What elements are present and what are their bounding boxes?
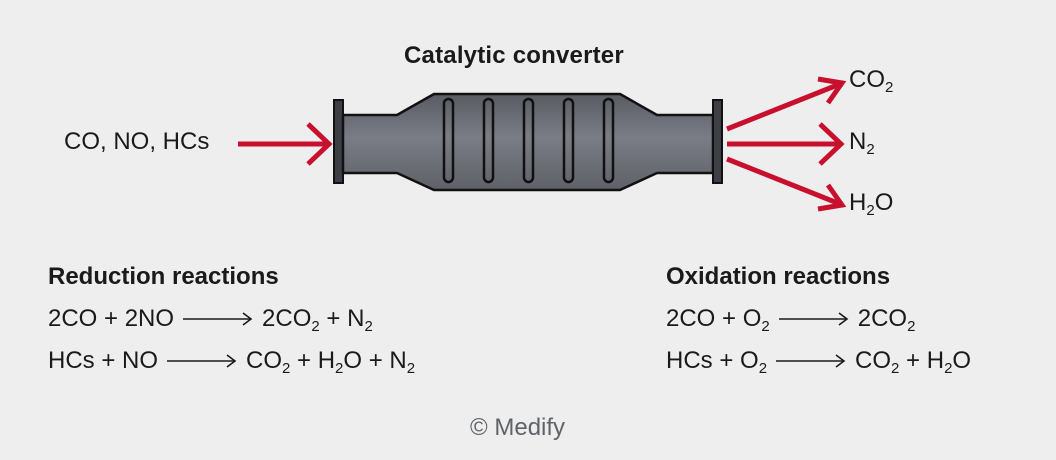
output-n2-label: N2 <box>849 128 875 158</box>
diagram-title: Catalytic converter <box>404 42 624 69</box>
products: 2CO2 + N2 <box>262 305 373 335</box>
inlet-flange <box>333 99 344 184</box>
output-h2o-label: H2O <box>849 189 894 219</box>
products: CO2 + H2O + N2 <box>246 347 416 377</box>
reactants: HCs + O2 <box>666 347 768 377</box>
reaction-arrow-icon <box>183 312 253 326</box>
reactants: 2CO + 2NO <box>48 305 175 332</box>
reaction-arrow-icon <box>776 354 846 368</box>
input-gases-label: CO, NO, HCs <box>64 128 210 155</box>
products: 2CO2 <box>857 305 916 335</box>
converter-slots <box>442 97 615 184</box>
copyright-text: © Medify <box>470 414 566 441</box>
oxidation-equation-1: 2CO + O2 2CO2 <box>666 305 916 335</box>
products: CO2 + H2O <box>855 347 972 377</box>
outlet-flange <box>712 99 723 184</box>
reaction-arrow-icon <box>778 312 849 326</box>
reduction-equation-2: HCs + NO CO2 + H2O + N2 <box>48 347 416 377</box>
reactants: HCs + NO <box>48 347 159 374</box>
oxidation-title: Oxidation reactions <box>666 263 891 290</box>
converter-body <box>341 92 715 192</box>
reduction-equation-1: 2CO + 2NO 2CO2 + N2 <box>48 305 373 335</box>
output-co2-label: CO2 <box>849 66 894 96</box>
reactants: 2CO + O2 <box>666 305 770 335</box>
reduction-title: Reduction reactions <box>48 263 279 290</box>
inlet-arrow <box>238 122 333 166</box>
outlet-arrows <box>726 76 847 212</box>
oxidation-equation-2: HCs + O2 CO2 + H2O <box>666 347 972 377</box>
reaction-arrow-icon <box>167 354 237 368</box>
